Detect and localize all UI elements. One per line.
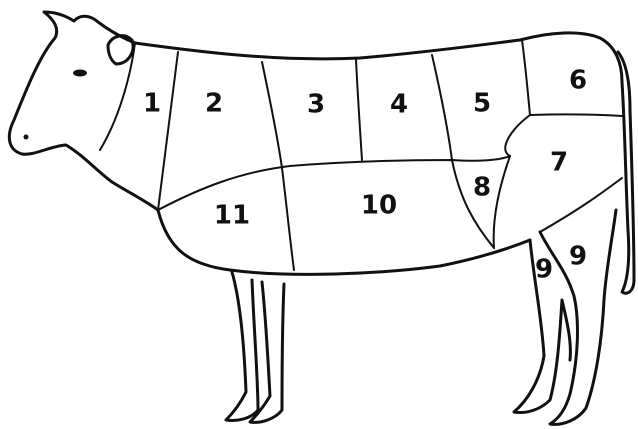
cut-line-2-3 xyxy=(262,62,282,168)
cut-label-6: 6 xyxy=(569,66,587,96)
cut-label-3: 3 xyxy=(307,90,325,120)
cut-line-6-7 xyxy=(530,114,622,116)
cut-label-11: 11 xyxy=(214,201,250,231)
cut-label-9-inner: 9 xyxy=(535,255,553,285)
cut-line-10-11 xyxy=(282,168,294,270)
cut-line-8-7 xyxy=(494,156,510,248)
cut-line-5-6 xyxy=(522,40,530,115)
cut-label-8: 8 xyxy=(473,173,491,203)
cow-front-leg-1 xyxy=(226,272,258,421)
cut-line-1-2 xyxy=(158,52,178,210)
cut-line-4-5 xyxy=(432,55,452,160)
cut-label-5: 5 xyxy=(473,89,491,119)
cut-line-3-4 xyxy=(356,60,362,160)
cut-label-10: 10 xyxy=(361,191,397,221)
cut-label-1: 1 xyxy=(143,89,161,119)
cut-label-4: 4 xyxy=(390,90,408,120)
cow-nostril xyxy=(24,135,29,140)
cut-line-5-8 xyxy=(505,115,530,156)
cow-back-outline xyxy=(135,33,622,82)
cut-line-7-bottom xyxy=(540,178,622,232)
cut-label-9-outer: 9 xyxy=(569,242,587,272)
cow-eye xyxy=(73,70,87,77)
cut-label-7: 7 xyxy=(550,148,568,178)
cow-tail xyxy=(618,52,634,293)
cut-label-2: 2 xyxy=(205,89,223,119)
